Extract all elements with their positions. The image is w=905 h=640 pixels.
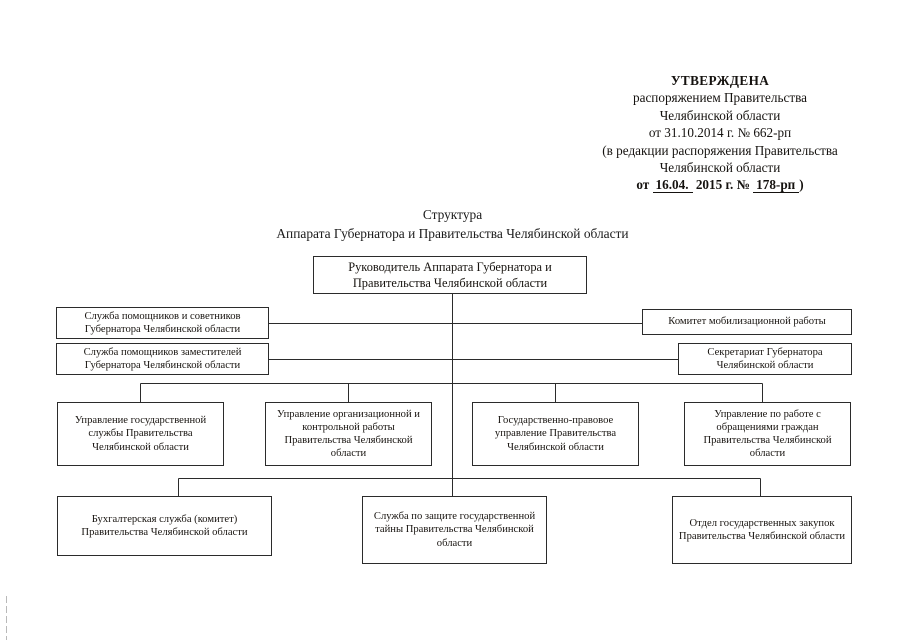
org-node-root[interactable]: Руководитель Аппарата Губернатора и Прав… — [313, 256, 587, 294]
org-node-label: Управление государственной службы Правит… — [74, 415, 207, 453]
approval-prefix: от — [636, 177, 650, 193]
org-node-label: Руководитель Аппарата Губернатора и Прав… — [348, 260, 552, 290]
org-node-label: Служба по защите государственной тайны П… — [373, 511, 536, 549]
approval-line-4: (в редакции распоряжения Правительства — [602, 142, 838, 158]
approval-line-1: распоряжением Правительства — [633, 90, 807, 106]
org-node-left-1[interactable]: Служба помощников и советников Губернато… — [56, 307, 269, 339]
org-node-label: Государственно-правовое управление Прави… — [494, 415, 617, 453]
page-title-line-1: Структура — [422, 207, 483, 222]
org-node-left-2[interactable]: Служба помощников заместителей Губернато… — [56, 343, 269, 375]
approval-number-blank: 178-рп — [753, 177, 800, 194]
approval-block: УТВЕРЖДЕНА распоряжением Правительства Ч… — [560, 72, 880, 194]
approval-heading: УТВЕРЖДЕНА — [670, 73, 770, 88]
org-node-label: Секретариат Губернатора Челябинской обла… — [707, 346, 823, 371]
org-node-mid-2[interactable]: Управление организационной и контрольной… — [265, 402, 432, 466]
approval-line-2: Челябинской области — [659, 107, 781, 123]
org-node-mid-4[interactable]: Управление по работе с обращениями гражд… — [684, 402, 851, 466]
org-node-label: Комитет мобилизационной работы — [668, 316, 826, 328]
page-title: Структура Аппарата Губернатора и Правите… — [0, 205, 905, 243]
approval-line-amendment: от 16.04. 2015 г. № 178-рп) — [560, 176, 880, 194]
org-node-bot-3[interactable]: Отдел государственных закупок Правительс… — [672, 496, 852, 564]
approval-mid: 2015 г. № — [695, 177, 750, 193]
org-node-label: Служба помощников заместителей Губернато… — [83, 346, 242, 371]
org-node-right-2[interactable]: Секретариат Губернатора Челябинской обла… — [678, 343, 852, 375]
scan-artifact — [6, 596, 7, 640]
org-node-label: Служба помощников и советников Губернато… — [84, 310, 241, 335]
org-node-bot-1[interactable]: Бухгалтерская служба (комитет) Правитель… — [57, 496, 272, 556]
page-title-line-2: Аппарата Губернатора и Правительства Чел… — [276, 226, 629, 241]
approval-line-5: Челябинской области — [659, 160, 781, 176]
approval-date-blank: 16.04. — [652, 177, 693, 194]
org-node-mid-1[interactable]: Управление государственной службы Правит… — [57, 402, 224, 466]
org-node-right-1[interactable]: Комитет мобилизационной работы — [642, 309, 852, 335]
approval-line-3: от 31.10.2014 г. № 662-рп — [648, 125, 792, 141]
org-node-label: Управление по работе с обращениями гражд… — [703, 408, 832, 460]
approval-suffix: ) — [799, 177, 804, 193]
org-node-label: Бухгалтерская служба (комитет) Правитель… — [81, 513, 248, 538]
org-node-mid-3[interactable]: Государственно-правовое управление Прави… — [472, 402, 639, 466]
org-node-bot-2[interactable]: Служба по защите государственной тайны П… — [362, 496, 547, 564]
org-node-label: Управление организационной и контрольной… — [277, 408, 420, 460]
org-node-label: Отдел государственных закупок Правительс… — [678, 517, 846, 542]
